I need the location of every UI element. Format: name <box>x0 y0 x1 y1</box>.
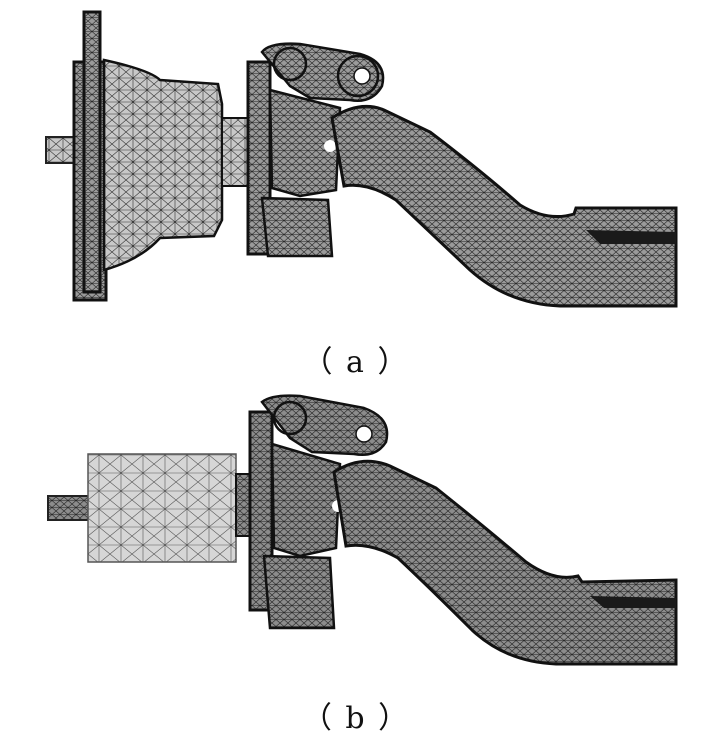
kingpin-hole-b <box>355 425 373 443</box>
subfigure-label-a: （ a ） <box>302 345 410 380</box>
axle-beam-b <box>332 459 678 666</box>
subfigure-label-b: （ b ） <box>301 701 411 736</box>
knuckle-hole <box>324 140 336 152</box>
kingpin-hole <box>353 67 371 85</box>
knuckle-body-b <box>270 442 342 558</box>
knuckle-lower-pad <box>260 196 334 258</box>
upper-eye-left-b <box>272 400 308 436</box>
upper-eye-left <box>272 46 308 82</box>
subfigure-b-mesh <box>0 392 712 692</box>
beam-flange-shadow <box>586 230 676 244</box>
knuckle-body <box>268 88 342 198</box>
knuckle-upper-arm-b <box>260 394 389 456</box>
mesh-model-b <box>47 394 678 666</box>
mesh-model-a <box>45 10 678 308</box>
beam-flange-shadow-b <box>590 596 676 608</box>
spindle-stub-b <box>47 495 91 521</box>
knuckle-lower-pad-b <box>262 554 336 630</box>
hub-cylinder-simplified <box>87 453 237 563</box>
axle-beam <box>330 104 678 308</box>
subfigure-a-mesh <box>0 0 712 340</box>
hub-drum <box>102 58 224 272</box>
hub-flange-rim <box>82 10 102 294</box>
